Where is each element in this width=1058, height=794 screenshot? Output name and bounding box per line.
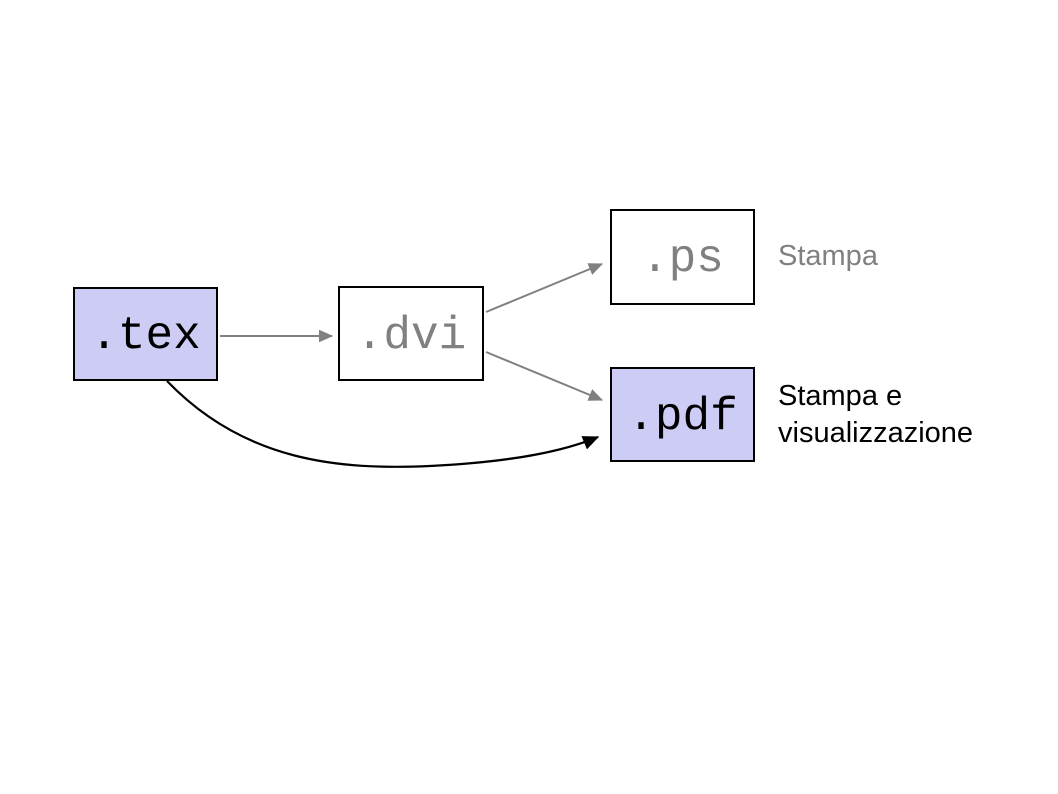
annotation-ps: Stampa (778, 240, 878, 272)
edge-tex-to-pdf (166, 380, 600, 468)
node-tex-label: .tex (90, 310, 201, 362)
annotation-pdf: Stampa e visualizzazione (778, 380, 974, 449)
node-pdf[interactable]: .pdf (610, 367, 755, 462)
edge-dvi-to-pdf (485, 351, 604, 401)
node-pdf-label: .pdf (627, 390, 738, 443)
node-dvi[interactable]: .dvi (338, 286, 484, 381)
node-ps[interactable]: .ps (610, 209, 755, 305)
edge-dvi-to-ps (485, 263, 604, 313)
node-tex[interactable]: .tex (73, 287, 218, 381)
node-dvi-label: .dvi (355, 309, 467, 362)
node-ps-label: .ps (641, 233, 724, 285)
